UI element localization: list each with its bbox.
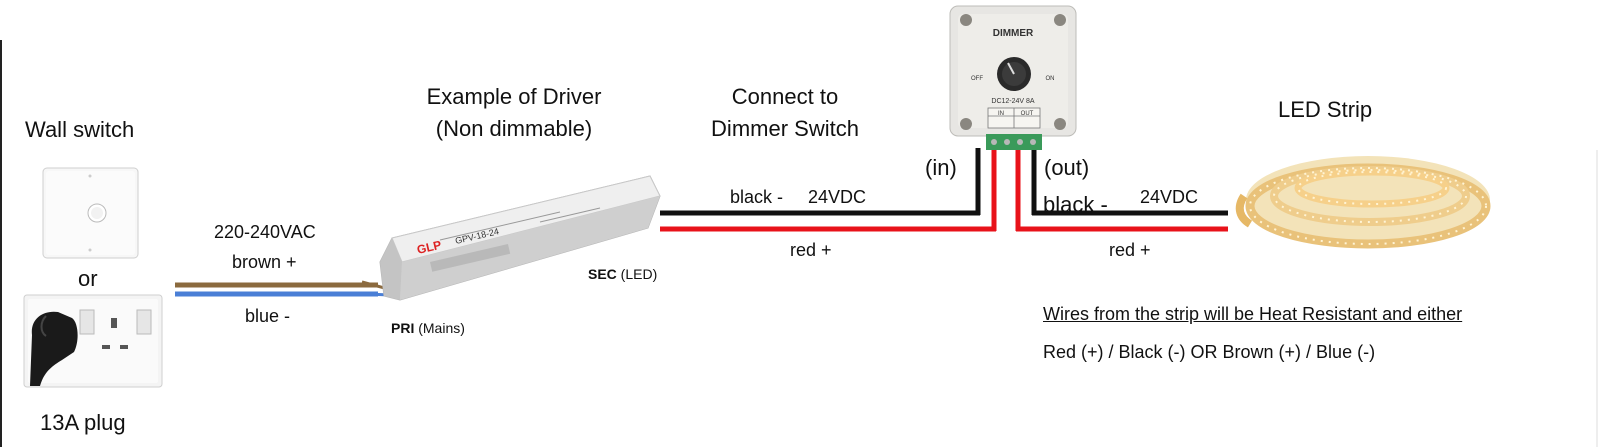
note-body: Red (+) / Black (-) OR Brown (+) / Blue … [1043,342,1376,362]
dimmer-switch-icon: DIMMER OFF ON DC12-24V 8A IN OUT [949,5,1077,150]
blue-wire-label: blue - [245,306,291,326]
brown-wire-label: brown + [232,252,297,272]
note-title: Wires from the strip will be Heat Resist… [1043,304,1463,324]
pri-label: PRI (Mains) [391,320,465,336]
sec-label: SEC (LED) [588,266,657,282]
led-strip-label: LED Strip [1278,97,1373,122]
pri-label-bold: PRI [391,320,415,336]
svg-text:GLP: GLP [416,238,443,257]
driver-title: Example of Driver (Non dimmable) [400,84,628,142]
vdc-left-label: 24VDC [808,187,867,207]
pri-label-rest: (Mains) [414,320,465,336]
wall-socket-plug-icon [23,294,163,388]
led-driver-icon: GLP GPV-18-24 [379,175,661,301]
led-strip-icon [1235,156,1491,249]
svg-text:DC12-24V 8A: DC12-24V 8A [991,98,1035,105]
svg-text:OUT: OUT [1021,111,1034,117]
svg-text:ON: ON [1046,76,1055,82]
svg-text:OFF: OFF [971,76,983,82]
wall-switch-label: Wall switch [25,117,135,142]
driver-title-line2: (Non dimmable) [435,116,593,141]
black-left-label: black - [730,187,784,207]
sec-label-bold: SEC [588,266,617,282]
connect-dimmer-label: Connect to Dimmer Switch [680,84,890,142]
svg-text:DIMMER: DIMMER [993,28,1034,39]
vdc-right-label: 24VDC [1140,187,1199,207]
driver-title-line1: Example of Driver [426,84,602,109]
black-right-label: black - [1043,192,1108,217]
red-right-label: red + [1109,240,1151,260]
mains-voltage-label: 220-240VAC [214,222,316,242]
dimmer-out-label: (out) [1044,155,1090,180]
dimmer-in-label: (in) [925,155,957,180]
or-label: or [78,266,98,291]
sec-label-rest: (LED) [616,266,658,282]
plug-label: 13A plug [40,410,126,435]
connect-line2: Dimmer Switch [711,116,859,141]
svg-text:IN: IN [998,111,1004,117]
connect-line1: Connect to [731,84,839,109]
red-left-label: red + [790,240,832,260]
wall-switch-icon [42,167,139,259]
